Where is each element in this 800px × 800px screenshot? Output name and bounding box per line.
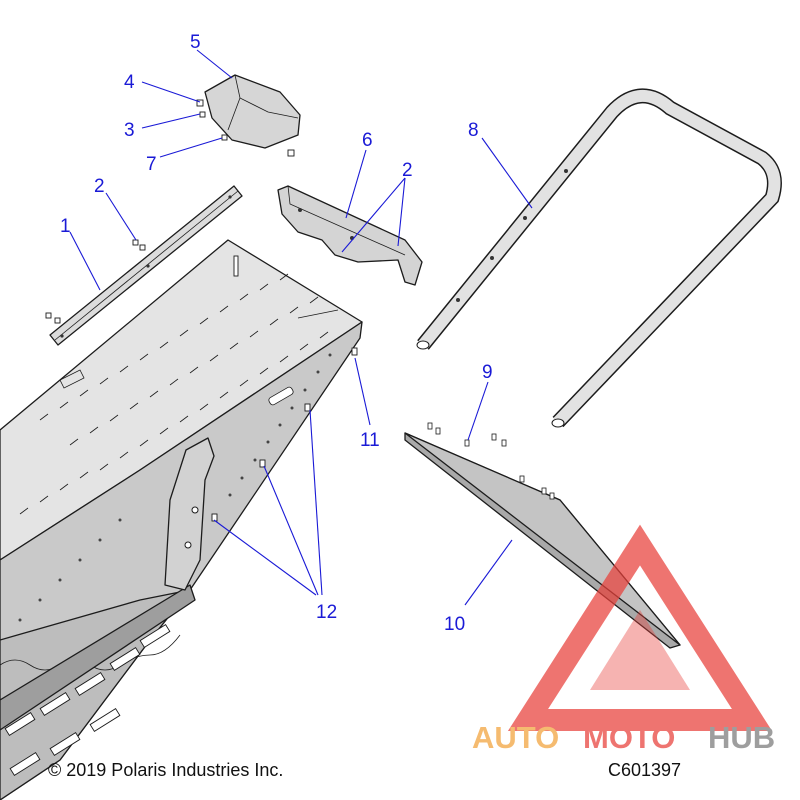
leader-6 [345, 149, 367, 219]
watermark-auto: AUTO [472, 720, 559, 755]
callout-4: 4 [124, 72, 135, 93]
grab-bar-part-8 [416, 88, 782, 428]
callout-1: 1 [60, 216, 71, 237]
leader-12a [213, 519, 317, 596]
callout-2-right: 2 [402, 160, 413, 181]
leader-2a [105, 192, 137, 241]
callout-12: 12 [316, 602, 337, 623]
deck-vent-slots [19, 273, 329, 515]
leader-9 [467, 381, 489, 441]
leader-12b [263, 465, 319, 596]
cover-part-5 [204, 74, 301, 149]
leader-1 [69, 231, 101, 291]
leader-2b-left [341, 177, 406, 253]
leader-3 [141, 113, 201, 129]
track-lugs [4, 624, 171, 776]
callout-9: 9 [482, 362, 493, 383]
callout-2-left: 2 [94, 176, 105, 197]
leader-2b-right [397, 177, 406, 247]
figure-code: C601397 [608, 760, 681, 780]
callout-7: 7 [146, 154, 157, 175]
callout-10: 10 [444, 614, 465, 635]
callout-8: 8 [468, 120, 479, 141]
callout-6: 6 [362, 130, 373, 151]
leader-11 [354, 357, 371, 426]
leader-8 [481, 137, 533, 209]
callout-5: 5 [190, 32, 201, 53]
leader-10 [464, 539, 513, 606]
leader-5 [196, 49, 233, 79]
watermark-moto: MOTO [583, 720, 675, 755]
tunnel-assembly [0, 239, 363, 800]
bracket-part-6 [277, 185, 423, 286]
rail-part-1 [49, 185, 243, 346]
leader-lines [69, 49, 533, 606]
callout-numbers: 1 2 2 3 4 5 6 7 8 9 10 11 12 [60, 32, 493, 635]
callout-11: 11 [360, 430, 380, 451]
leader-7 [159, 137, 223, 158]
side-wall-holes [18, 353, 332, 622]
watermark-hub: HUB [708, 720, 775, 755]
suspension-bracket [164, 437, 215, 591]
callout-3: 3 [124, 120, 135, 141]
watermark-logo: AUTO MOTO HUB [472, 524, 775, 755]
leader-4 [141, 81, 201, 103]
copyright-text: © 2019 Polaris Industries Inc. [48, 760, 283, 780]
leader-12c [309, 409, 323, 596]
